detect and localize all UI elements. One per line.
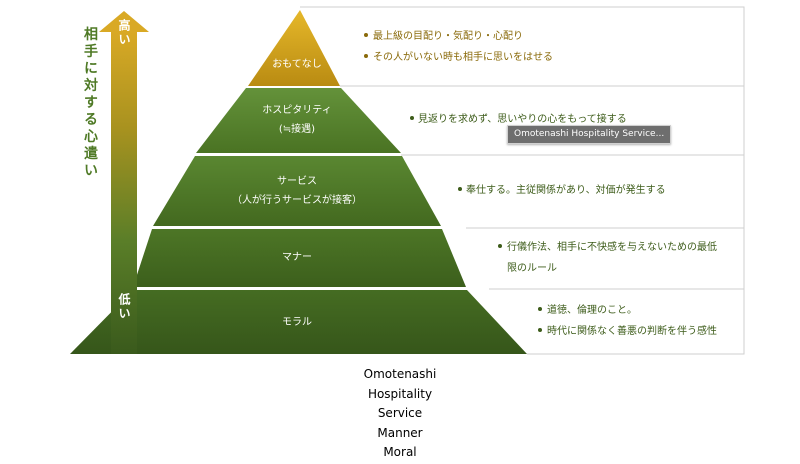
tier-label-service: サービス <box>277 175 317 187</box>
desc-omotenashi-1: 最上級の目配り・気配り・心配り <box>373 29 523 42</box>
desc-omotenashi-2: その人がいない時も相手に思いをはせる <box>373 50 553 63</box>
bullet <box>498 244 502 248</box>
desc-box-manner <box>466 227 745 290</box>
desc-manner-1: 行儀作法、相手に不快感を与えないための最低 <box>507 240 717 253</box>
vertical-label: 相手に対する心遣い <box>82 26 99 180</box>
desc-moral-1: 道徳、倫理のこと。 <box>547 303 637 316</box>
tier-omotenashi <box>248 10 340 86</box>
caption-line: Hospitality <box>367 386 433 401</box>
desc-moral-2: 時代に関係なく善悪の判断を伴う感性 <box>547 324 717 337</box>
caption-line: Moral <box>383 445 417 459</box>
caption-line: Manner <box>377 425 423 440</box>
tier-manner <box>133 229 466 287</box>
tier-service <box>153 156 441 226</box>
care-level-arrow: 高い 低い <box>99 11 149 354</box>
caption-line: Omotenashi <box>363 367 437 381</box>
bullet <box>364 33 368 37</box>
caption-list: Omotenashi Hospitality Service Manner Mo… <box>0 365 800 463</box>
desc-box-omotenashi <box>300 6 745 87</box>
desc-service-1: 奉仕する。主従関係があり、対価が発生する <box>466 183 666 196</box>
desc-box-moral <box>489 288 745 355</box>
tier-hospitality <box>196 88 401 153</box>
bullet <box>538 307 542 311</box>
bullet <box>538 328 542 332</box>
tier-label-manner: マナー <box>282 251 312 263</box>
description-boxes <box>300 6 745 355</box>
arrow-head <box>99 11 149 32</box>
tier-sublabel-service: （人が行うサービスが接客） <box>232 193 362 206</box>
caption-line: Service <box>377 406 423 420</box>
high-label: 高い <box>117 18 131 47</box>
pyramid-diagram: 高い 低い 相手に対する心遣い おもてなし ホスピタリティ (≒接遇) サービス… <box>70 6 745 355</box>
tier-sublabel-hospitality: (≒接遇) <box>279 122 315 135</box>
tier-moral <box>70 290 527 354</box>
alt-text-tooltip: Omotenashi Hospitality Service... <box>507 125 672 144</box>
bullet <box>364 54 368 58</box>
tier-label-omotenashi: おもてなし <box>272 58 322 70</box>
tier-label-moral: モラル <box>282 316 312 328</box>
tier-label-hospitality: ホスピタリティ <box>262 104 331 116</box>
desc-manner-2: 限のルール <box>507 262 557 274</box>
low-label: 低い <box>117 292 131 321</box>
desc-hospitality-1: 見返りを求めず、思いやりの心をもって接する <box>418 112 627 125</box>
arrow-shaft <box>111 32 137 354</box>
bullet <box>410 116 414 120</box>
bullet <box>458 187 462 191</box>
